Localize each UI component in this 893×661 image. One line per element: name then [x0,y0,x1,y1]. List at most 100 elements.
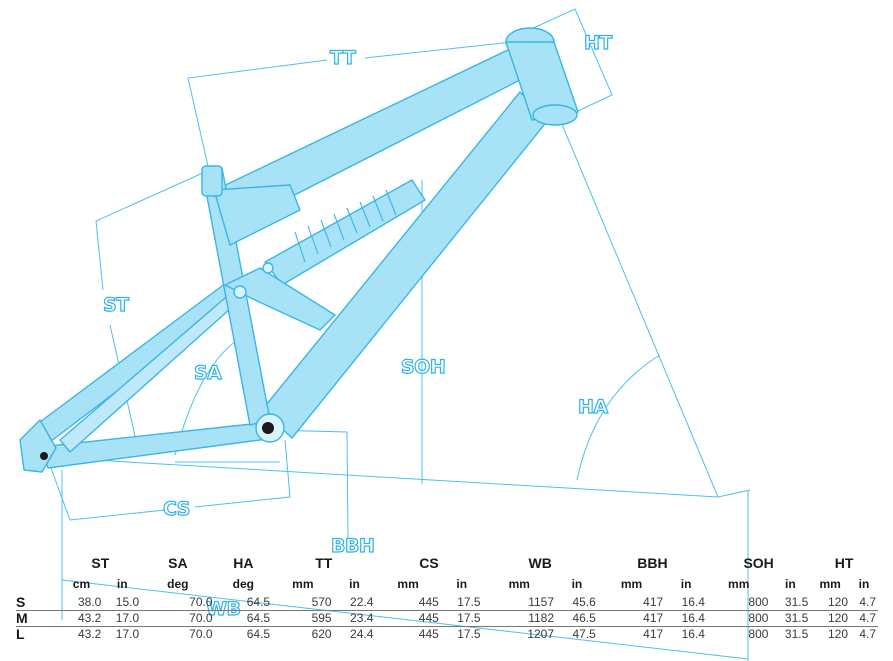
unit-header: in [456,576,468,591]
table-header-row: ST SA HA TT CS WB BBH SOH HT [16,553,878,573]
unit-header: in [858,576,870,591]
bbh-dimension-line [269,429,349,541]
col-header: BBH [637,554,668,571]
table-cell: 43.2 [77,627,102,641]
bike-frame [19,27,579,473]
unit-header: mm [620,576,643,591]
table-cell: 46.5 [556,610,598,627]
table-cell: 1157 [482,595,557,611]
ha-line [555,109,719,498]
table-cell: 120 [810,595,851,611]
table-cell: 1182 [482,610,557,627]
col-header: SA [168,554,188,571]
table-cell: 31.5 [784,627,809,641]
top-tube-gusset [213,184,301,246]
table-cell: 17.5 [440,595,483,611]
table-cell: 47.5 [572,627,596,641]
unit-header: in [116,576,128,591]
head-tube [505,41,579,121]
table-cell: 17.0 [115,627,140,641]
table-cell: 595 [272,610,334,627]
table-cell: 4.7 [850,610,878,627]
table-cell: 38.0 [59,595,104,611]
ground-line [59,457,751,498]
col-header: ST [91,554,110,571]
table-cell: 1207 [527,627,555,641]
table-cell: 16.4 [681,627,705,641]
shock-mount [262,262,274,274]
rear-dropout [19,419,57,473]
geometry-table: ST SA HA TT CS WB BBH SOH HT cm in deg d… [16,553,878,642]
rear-pivot [233,285,247,299]
label-tt: TT [329,47,356,69]
table-cell: 15.0 [103,595,142,611]
table-row: L 43.2 17.0 70.0 64.5 620 24.4 445 17.5 … [16,627,878,643]
table-cell: 445 [375,595,441,611]
table-cell: 70.0 [189,627,213,641]
ht-dimension-line [519,8,613,119]
col-header: HA [233,554,254,571]
unit-header: deg [232,576,254,591]
col-header: SOH [743,554,774,571]
table-cell: 417 [597,595,666,611]
rocker-link [224,267,336,331]
label-soh: SOH [400,356,446,378]
table-cell: 45.6 [556,595,598,611]
table-cell: 570 [272,595,334,611]
table-cell: 445 [375,610,441,627]
size-label: M [16,610,60,627]
table-cell: 16.4 [665,595,707,611]
table-units-row: cm in deg deg mm in mm in mm in mm in mm… [16,573,878,595]
table-cell: 31.5 [770,610,811,627]
table-cell: 620 [311,627,332,641]
unit-header: in [349,576,360,591]
table-cell: 64.5 [246,627,271,641]
ha-arc [576,354,661,481]
table-cell: 23.4 [333,610,376,627]
table-cell: 16.4 [665,610,707,627]
table-cell: 417 [597,610,666,627]
unit-header: cm [72,576,91,591]
label-cs: CS [162,498,191,520]
size-label: S [16,595,60,611]
head-tube-bottom [532,104,578,126]
unit-header: in [571,576,583,591]
unit-header: mm [728,576,750,591]
table-cell: 4.7 [859,627,876,641]
unit-header: in [680,576,692,591]
table-cell: 31.5 [770,595,811,611]
table-cell: 64.5 [214,610,273,627]
bb-center [262,422,274,434]
label-ha: HA [577,396,608,418]
col-header: WB [528,554,552,571]
table-cell: 800 [706,595,771,611]
unit-header: deg [167,576,189,591]
tt-dimension-line-right [364,41,513,59]
table-cell: 120 [827,627,849,641]
table-cell: 4.7 [850,595,878,611]
seat-tube-top [201,165,223,197]
rear-shock [264,179,426,286]
cs-dimension-line-right [194,439,291,508]
label-bbh: BBH [330,535,375,557]
shock-spring [294,189,397,263]
table-cell: 17.5 [440,610,483,627]
col-header: TT [315,554,333,571]
table-cell: 120 [810,610,851,627]
label-ht: HT [583,32,613,54]
col-header: CS [419,554,439,571]
table-cell: 43.2 [59,610,104,627]
table-cell: 800 [748,627,769,641]
table-row: S 38.0 15.0 70.0 64.5 570 22.4 445 17.5 … [16,595,878,611]
cs-dimension-line [47,459,166,521]
rear-axle [40,452,48,460]
st-dimension-line [95,171,206,291]
table-cell: 22.4 [333,595,376,611]
table-cell: 800 [706,610,771,627]
table-cell: 70.0 [141,595,215,611]
table-cell: 417 [643,627,664,641]
size-label: L [16,626,25,642]
table-cell: 64.5 [214,595,273,611]
